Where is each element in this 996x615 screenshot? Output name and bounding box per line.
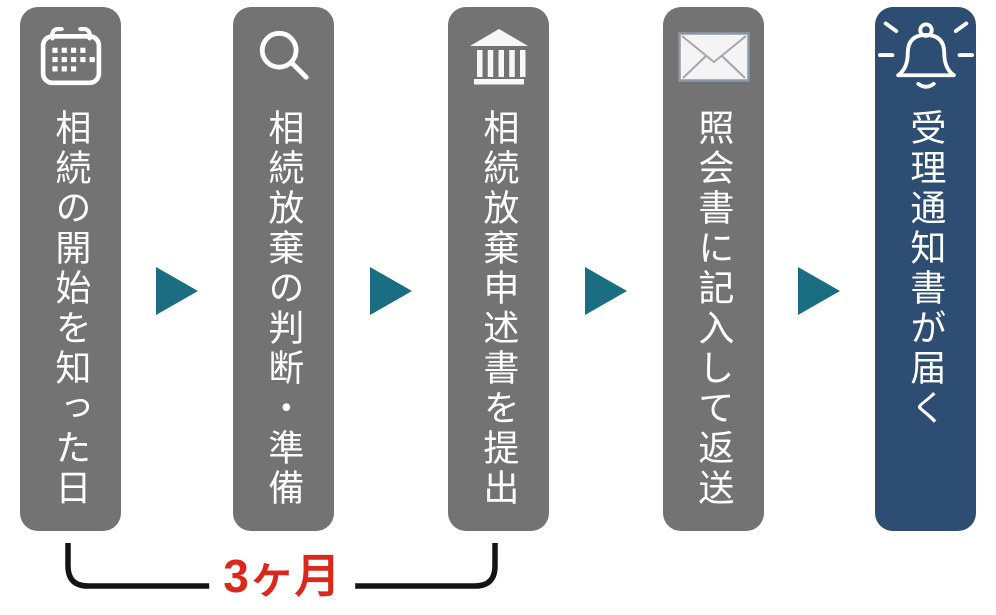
step-label: 受理通知書が届く <box>905 109 947 429</box>
step-label: 照会書に記入して返送 <box>693 109 735 509</box>
calendar-icon <box>20 21 121 93</box>
envelope-icon <box>663 21 764 93</box>
step-label: 相続の開始を知った日 <box>50 109 92 509</box>
step-know-start-of-inheritance: 相続の開始を知った日 <box>20 7 121 531</box>
step-label: 相続放棄の判断・準備 <box>263 109 305 509</box>
flow-arrow-icon <box>370 267 412 315</box>
step-submit-petition: 相続放棄申述書を提出 <box>448 7 549 531</box>
flow-arrow-icon <box>585 267 627 315</box>
step-decision-preparation: 相続放棄の判断・準備 <box>233 7 334 531</box>
duration-label: 3ヶ月 <box>209 550 355 603</box>
flow-arrow-icon <box>156 267 198 315</box>
step-label: 相続放棄申述書を提出 <box>478 109 520 509</box>
step-return-inquiry-form: 照会書に記入して返送 <box>663 7 764 531</box>
step-receive-acceptance-notice: 受理通知書が届く <box>875 7 976 531</box>
bell-icon <box>875 21 976 93</box>
flow-arrow-icon <box>798 267 840 315</box>
courthouse-icon <box>448 21 549 93</box>
search-icon <box>233 21 334 93</box>
